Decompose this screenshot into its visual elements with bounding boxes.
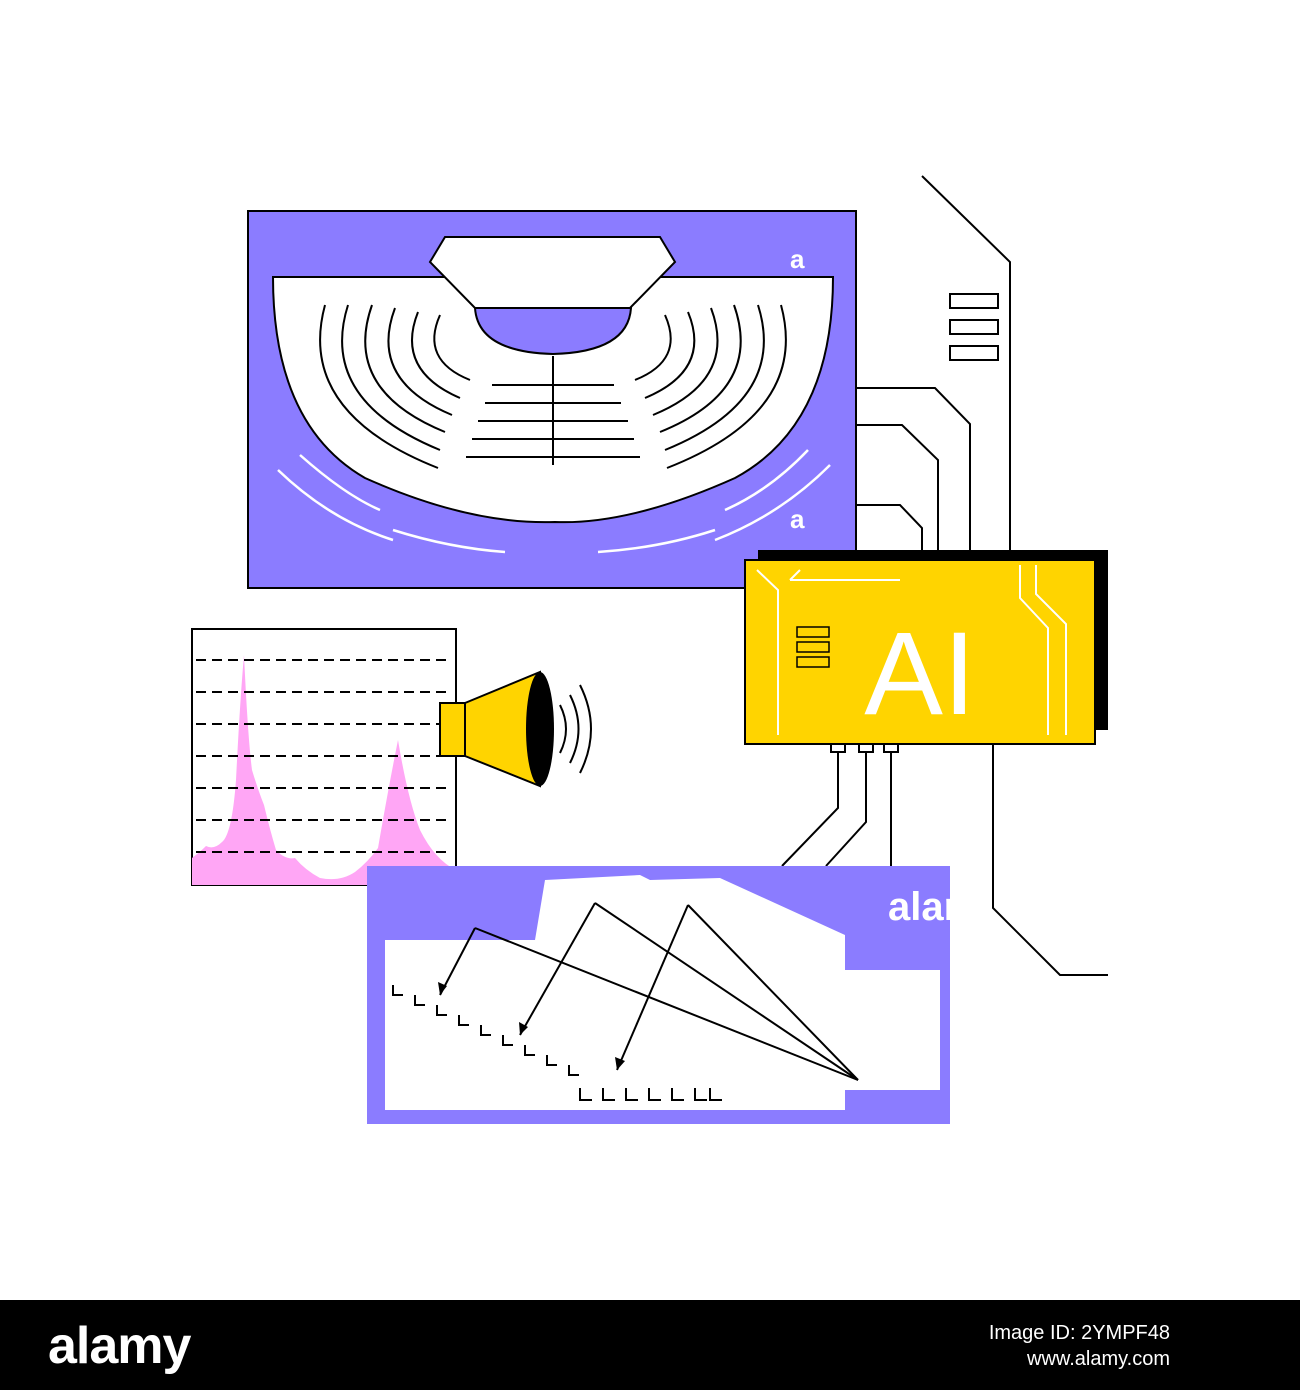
loudspeaker-icon	[439, 670, 592, 788]
watermark-fragment: a	[790, 504, 805, 534]
circuit-lines-icon	[781, 175, 1108, 976]
frequency-spectrum-icon	[191, 628, 457, 886]
ai-chip-icon: AI	[744, 550, 1108, 753]
watermark-footer: alamy Image ID: 2YMPF48 www.alamy.com	[0, 1300, 1300, 1390]
amphitheater-icon: a a	[247, 210, 857, 589]
watermark-fragment: alar	[888, 885, 959, 929]
image-id-label: Image ID: 2YMPF48	[988, 1322, 1170, 1344]
watermark-fragment: a	[790, 244, 805, 274]
image-id-block: Image ID: 2YMPF48 www.alamy.com	[989, 1320, 1170, 1372]
sound-reflection-diagram-icon: alar	[367, 866, 959, 1124]
site-url: www.alamy.com	[1027, 1348, 1170, 1370]
circuit-pads-icon	[949, 293, 999, 361]
ai-label: AI	[864, 608, 976, 740]
acoustics-ai-illustration: a a AI	[191, 175, 1108, 1124]
alamy-logo: alamy	[48, 1317, 191, 1375]
